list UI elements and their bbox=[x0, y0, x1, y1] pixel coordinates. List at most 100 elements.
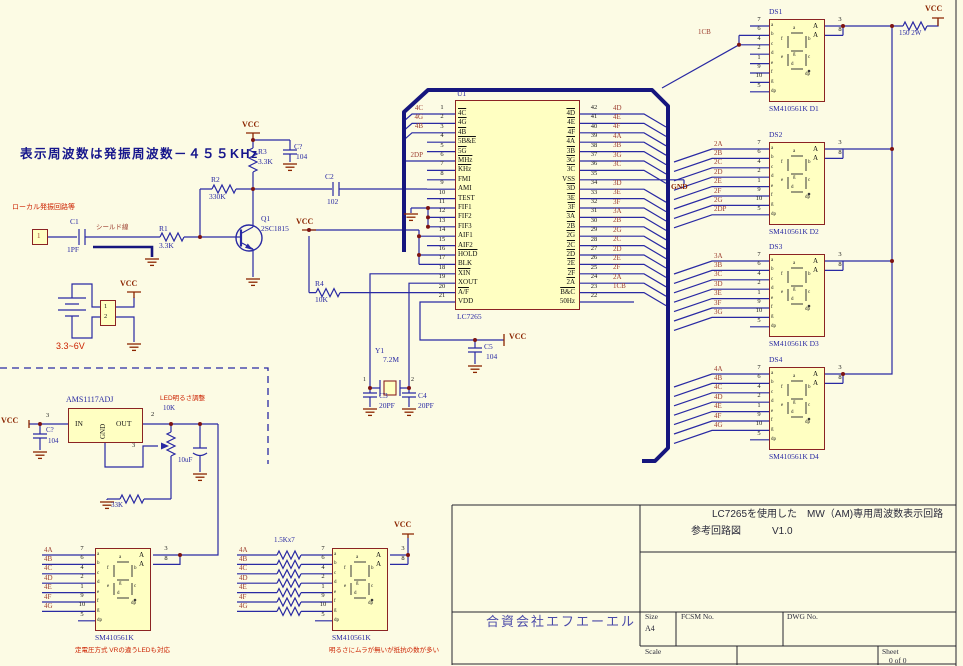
net-label: 2B bbox=[714, 148, 723, 157]
pin-number: 18 bbox=[438, 263, 446, 271]
anode-pin-label: A bbox=[139, 550, 145, 559]
pin-name: MHz bbox=[458, 156, 473, 164]
r3-refdes: R3 bbox=[258, 147, 267, 156]
u1-body[interactable] bbox=[455, 100, 580, 310]
pin-number: 33 bbox=[590, 188, 598, 196]
note-led-brightness: LED明るさ調整 bbox=[160, 395, 206, 402]
pin-name: AIF2 bbox=[458, 240, 473, 249]
net-label: 3A bbox=[714, 251, 723, 260]
pin-number: 5 bbox=[440, 141, 444, 149]
pin-number: 38 bbox=[590, 141, 598, 149]
pin-number: 1 bbox=[80, 582, 84, 590]
net-label: 2D bbox=[613, 244, 622, 253]
battery-connector[interactable]: 1 2 bbox=[100, 300, 116, 326]
segment-letter: f bbox=[781, 160, 783, 165]
regulator-gnd-pin: GND bbox=[99, 423, 107, 439]
seven-segment-glyph bbox=[787, 32, 811, 73]
net-label: 4F bbox=[714, 411, 722, 420]
pin-name: 50Hz bbox=[559, 297, 575, 305]
net-label: 2F bbox=[714, 186, 722, 195]
segment-pin-letter: c bbox=[771, 164, 774, 170]
segment-pin-letter: e bbox=[771, 60, 774, 66]
display-body[interactable] bbox=[95, 548, 151, 631]
net-label: 3A bbox=[613, 206, 622, 215]
pin-number: 9 bbox=[757, 411, 761, 418]
pin-name: A/F bbox=[458, 287, 469, 296]
pin-number: 7 bbox=[440, 160, 444, 168]
segment-letter: g bbox=[356, 581, 359, 586]
net-label: 3F bbox=[714, 298, 722, 307]
segment-letter: a bbox=[793, 261, 796, 266]
net-label: 2C bbox=[613, 235, 622, 244]
pin-name: 3D bbox=[566, 184, 575, 193]
pin-number: 10 bbox=[755, 72, 763, 80]
cap10uf-value: 10uF bbox=[178, 456, 193, 464]
pin-number: 7 bbox=[757, 139, 761, 146]
segment-pin-letter: e bbox=[771, 183, 774, 189]
vcc-label: VCC bbox=[120, 279, 138, 288]
pin-number: 41 bbox=[590, 113, 598, 121]
segment-letter: f bbox=[107, 566, 109, 571]
net-label: 4B bbox=[239, 554, 248, 563]
net-label: 2G bbox=[613, 225, 622, 234]
c5-refdes: C5 bbox=[484, 342, 493, 351]
segment-pin-letter: d bbox=[334, 580, 337, 586]
segment-pin-letter: b bbox=[771, 155, 774, 161]
segment-pin-letter: f bbox=[334, 599, 336, 604]
segment-letter: d bbox=[791, 185, 794, 190]
pin-number: 6 bbox=[80, 554, 84, 562]
net-label: 4B bbox=[44, 554, 53, 563]
note-resistor-method: 明るさにムラが無いが抵抗の数が多い bbox=[329, 647, 440, 654]
regulator-in-pin: IN bbox=[75, 419, 83, 428]
pin-name: 5B&E bbox=[458, 137, 476, 146]
pin-number: 36 bbox=[590, 160, 598, 168]
y1-refdes: Y1 bbox=[375, 346, 385, 355]
segment-pin-letter: e bbox=[334, 589, 337, 595]
net-label: 4F bbox=[239, 592, 247, 601]
seven-segment-glyph bbox=[787, 267, 811, 308]
pin-number: 5 bbox=[80, 610, 84, 618]
segment-pin-letter: g bbox=[771, 79, 774, 85]
segment-letter: f bbox=[781, 385, 783, 390]
segment-pin-letter: dp bbox=[771, 211, 776, 217]
pin-name: 3A bbox=[566, 212, 575, 221]
segment-pin-letter: c bbox=[771, 41, 774, 47]
regulator-out-pin-number: 2 bbox=[151, 411, 155, 418]
c2-value: 102 bbox=[327, 197, 339, 206]
pin-number: 6 bbox=[757, 260, 761, 268]
pin-name: VSS bbox=[562, 174, 575, 183]
pin-number: 37 bbox=[590, 151, 598, 158]
pin-number: 8 bbox=[440, 169, 444, 177]
segment-letter: d bbox=[354, 591, 357, 596]
net-label: 2DP bbox=[714, 205, 727, 214]
anode-pin-number: 3 bbox=[401, 545, 405, 552]
pin-number: 6 bbox=[440, 151, 444, 158]
segment-letter: e bbox=[781, 403, 784, 408]
pin-number: 20 bbox=[438, 282, 446, 290]
pin-name: 2F bbox=[567, 268, 575, 277]
pin-number: 23 bbox=[590, 282, 598, 290]
pin-name: 4D bbox=[566, 109, 575, 117]
pin-name: 2B bbox=[566, 221, 575, 230]
net-label: 4A bbox=[239, 545, 248, 554]
net-label: 3B bbox=[714, 260, 723, 269]
seven-segment-glyph bbox=[350, 561, 374, 602]
segment-letter: e bbox=[344, 584, 347, 589]
segment-pin-letter: g bbox=[97, 608, 100, 614]
titleblock-sheet-number: 0 of 0 bbox=[889, 656, 907, 665]
pin-number: 9 bbox=[80, 592, 84, 599]
input-connector[interactable]: 1 bbox=[32, 229, 48, 245]
r150-value: 150 2W bbox=[899, 29, 922, 37]
c1-refdes: C1 bbox=[70, 217, 79, 226]
c3-value: 20PF bbox=[379, 401, 395, 410]
segment-letter: c bbox=[808, 290, 811, 295]
segment-letter: g bbox=[793, 400, 796, 405]
vcc-label: VCC bbox=[296, 217, 314, 226]
pin-name: TEST bbox=[458, 193, 475, 202]
q1-refdes: Q1 bbox=[261, 214, 271, 223]
titleblock-size: A4 bbox=[645, 624, 655, 633]
pin-number: 2 bbox=[440, 113, 444, 121]
net-label: 4C bbox=[44, 564, 53, 573]
net-label: 3D bbox=[613, 178, 622, 187]
regulator-body[interactable]: IN OUT GND bbox=[68, 408, 143, 443]
